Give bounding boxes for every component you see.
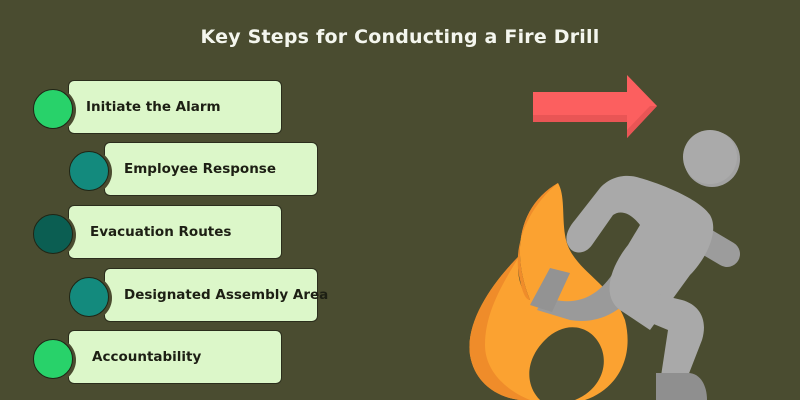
exit-arrow-icon — [533, 75, 657, 138]
step-evacuation-routes: Evacuation Routes — [30, 205, 330, 261]
step-label: Evacuation Routes — [90, 224, 232, 240]
step-marker-dot — [33, 339, 73, 379]
step-label: Employee Response — [124, 161, 276, 177]
step-card — [68, 205, 282, 259]
step-label: Designated Assembly Area — [124, 287, 329, 303]
step-designated-assembly-area: Designated Assembly Area — [66, 268, 366, 324]
step-accountability: Accountability — [30, 330, 330, 386]
page-title: Key Steps for Conducting a Fire Drill — [200, 26, 600, 48]
step-card — [104, 142, 318, 196]
step-label: Accountability — [92, 349, 202, 365]
step-card — [104, 268, 318, 322]
step-label: Initiate the Alarm — [86, 99, 221, 115]
step-marker-dot — [33, 214, 73, 254]
step-marker-dot — [69, 151, 109, 191]
step-marker-dot — [69, 277, 109, 317]
step-card — [68, 80, 282, 134]
step-initiate-alarm: Initiate the Alarm — [30, 80, 330, 136]
running-person-icon — [530, 130, 740, 400]
step-marker-dot — [33, 89, 73, 129]
step-employee-response: Employee Response — [66, 142, 366, 198]
step-card — [68, 330, 282, 384]
